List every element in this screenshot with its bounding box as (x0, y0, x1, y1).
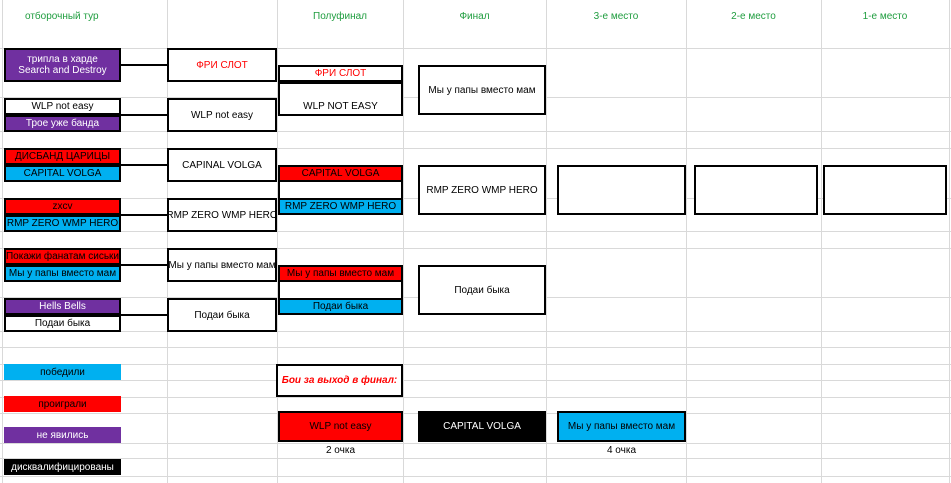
semifinal-team: WLP NOT EASY (278, 82, 403, 116)
grid-line (2, 0, 3, 483)
grid-line (0, 131, 951, 132)
team-name: Search and Destroy (18, 65, 107, 76)
semifinal-team: Подаи быка (278, 298, 403, 315)
header-semifinal: Полуфинал (313, 11, 367, 22)
header-final: Финал (459, 11, 490, 22)
first-place-box (823, 165, 947, 215)
grid-line (0, 476, 951, 477)
semifinal-gap (278, 282, 403, 298)
grid-line (0, 443, 951, 444)
header-first-place: 1-е место (862, 11, 908, 22)
legend-lost: проиграли (4, 396, 121, 412)
grid-line (0, 364, 951, 365)
grid-line (546, 0, 547, 483)
semifinal-team: RMP ZERO WMP HERO (278, 198, 403, 215)
winner-box: ФРИ СЛОТ (167, 48, 277, 82)
grid-line (0, 331, 951, 332)
grid-line (0, 231, 951, 232)
grid-line (0, 148, 951, 149)
qualifier-team: CAPITAL VOLGA (4, 165, 121, 182)
qualifier-pair-1: трипла в харде Search and Destroy (4, 48, 121, 82)
playoff-team: CAPITAL VOLGA (418, 411, 546, 442)
finalist-box: Подаи быка (418, 265, 546, 315)
bracket-connector (121, 164, 167, 166)
bracket-connector (121, 214, 167, 216)
playoff-team: WLP not easy (278, 411, 403, 442)
grid-line (686, 0, 687, 483)
legend-no-show: не явились (4, 427, 121, 443)
grid-line (949, 0, 950, 483)
playoff-title: Бои за выход в финал: (276, 364, 403, 397)
grid-line (821, 0, 822, 483)
semifinal-team: CAPITAL VOLGA (278, 165, 403, 182)
grid-line (0, 248, 951, 249)
grid-line (403, 0, 404, 483)
third-place-box (557, 165, 686, 215)
qualifier-team: RMP ZERO WMP HERO (4, 215, 121, 232)
qualifier-team: Подаи быка (4, 315, 121, 332)
winner-box: CAPINAL VOLGA (167, 148, 277, 182)
qualifier-team: WLP not easy (4, 98, 121, 115)
qualifier-team: zxcv (4, 198, 121, 215)
qualifier-team: ДИСБАНД ЦАРИЦЫ (4, 148, 121, 165)
qualifier-team: Покажи фанатам сиськи (4, 248, 121, 265)
playoff-score: 2 очка (325, 445, 356, 456)
bracket-connector (121, 64, 167, 66)
playoff-team: Мы у папы вместо мам (557, 411, 686, 442)
grid-line (0, 347, 951, 348)
grid-line (0, 397, 951, 398)
second-place-box (694, 165, 818, 215)
semifinal-team: ФРИ СЛОТ (278, 65, 403, 82)
winner-box: WLP not easy (167, 98, 277, 132)
qualifier-team: Мы у папы вместо мам (4, 265, 121, 282)
winner-box: RMP ZERO WMP HERO (167, 198, 277, 232)
semifinal-gap (278, 182, 403, 198)
grid-line (0, 48, 951, 49)
winner-box: Мы у папы вместо мам (167, 248, 277, 282)
finalist-box: RMP ZERO WMP HERO (418, 165, 546, 215)
grid-line (167, 0, 168, 483)
finalist-box: Мы у папы вместо мам (418, 65, 546, 115)
header-qualifier: отборочный тур (25, 11, 99, 22)
header-third-place: 3-е место (593, 11, 639, 22)
grid-line (0, 380, 951, 381)
qualifier-team: Трое уже банда (4, 115, 121, 132)
legend-disqualified: дисквалифицированы (4, 459, 121, 475)
legend-won: победили (4, 364, 121, 380)
bracket-connector (121, 264, 167, 266)
semifinal-team: Мы у папы вместо мам (278, 265, 403, 282)
team-name: трипла в харде (27, 54, 98, 65)
winner-box: Подаи быка (167, 298, 277, 332)
grid-line (0, 458, 951, 459)
bracket-connector (121, 114, 167, 116)
grid-line (277, 0, 278, 483)
playoff-score: 4 очка (606, 445, 637, 456)
qualifier-team: Hells Bells (4, 298, 121, 315)
header-second-place: 2-е место (731, 11, 776, 22)
bracket-connector (121, 314, 167, 316)
